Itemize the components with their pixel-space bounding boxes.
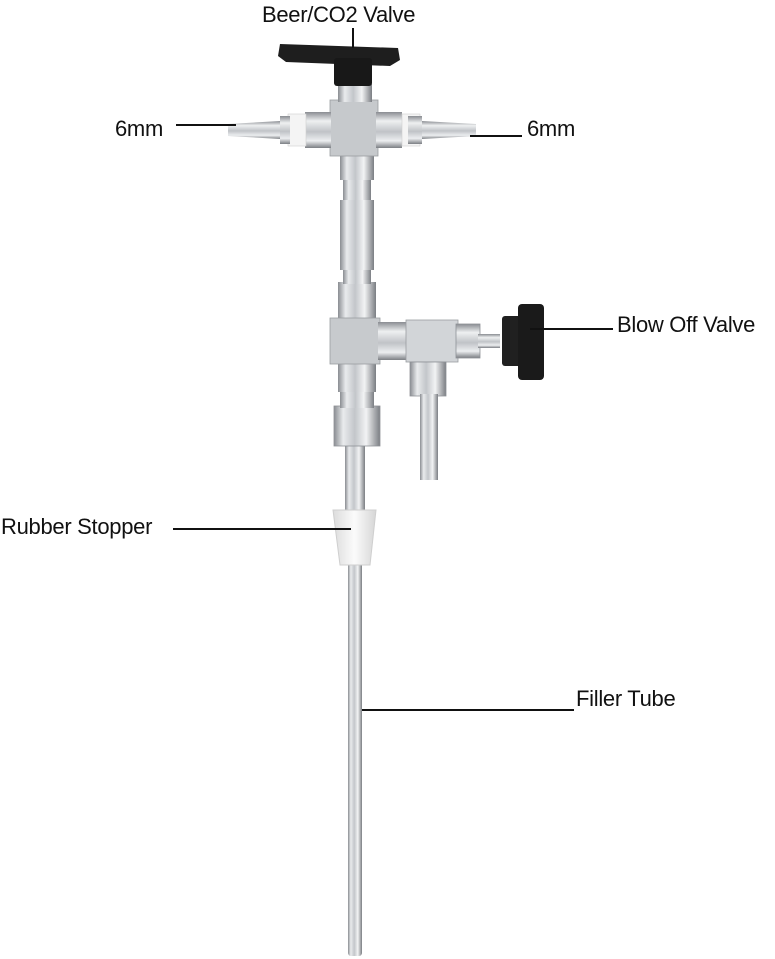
lower-tee: [329, 282, 408, 392]
rubber-stopper: [332, 509, 377, 566]
leader-blow-off-valve: [530, 328, 613, 330]
label-rubber-stopper: Rubber Stopper: [1, 514, 153, 539]
label-beer-co2-valve: Beer/CO2 Valve: [262, 2, 416, 27]
blow-off-valve: [405, 304, 544, 480]
leader-beer-co2-valve: [352, 28, 354, 48]
left-hose-barb: [228, 121, 280, 139]
leader-left-6mm: [176, 124, 236, 126]
bottom-nut: [333, 405, 381, 447]
ball-valve-handle-icon: [278, 44, 400, 86]
label-blow-off-valve: Blow Off Valve: [617, 312, 756, 337]
leader-filler-tube: [362, 709, 574, 711]
leader-right-6mm: [470, 135, 522, 137]
upper-fittings: [340, 150, 374, 284]
right-hose-barb: [422, 121, 476, 139]
stem-tube: [345, 440, 365, 510]
blow-off-knob-icon: [502, 304, 544, 380]
filler-tube: [348, 560, 362, 956]
label-filler-tube: Filler Tube: [576, 686, 676, 711]
label-right-6mm: 6mm: [527, 116, 575, 141]
leader-rubber-stopper: [173, 528, 351, 530]
ball-valve-body: [228, 84, 476, 157]
label-left-6mm: 6mm: [115, 116, 163, 141]
